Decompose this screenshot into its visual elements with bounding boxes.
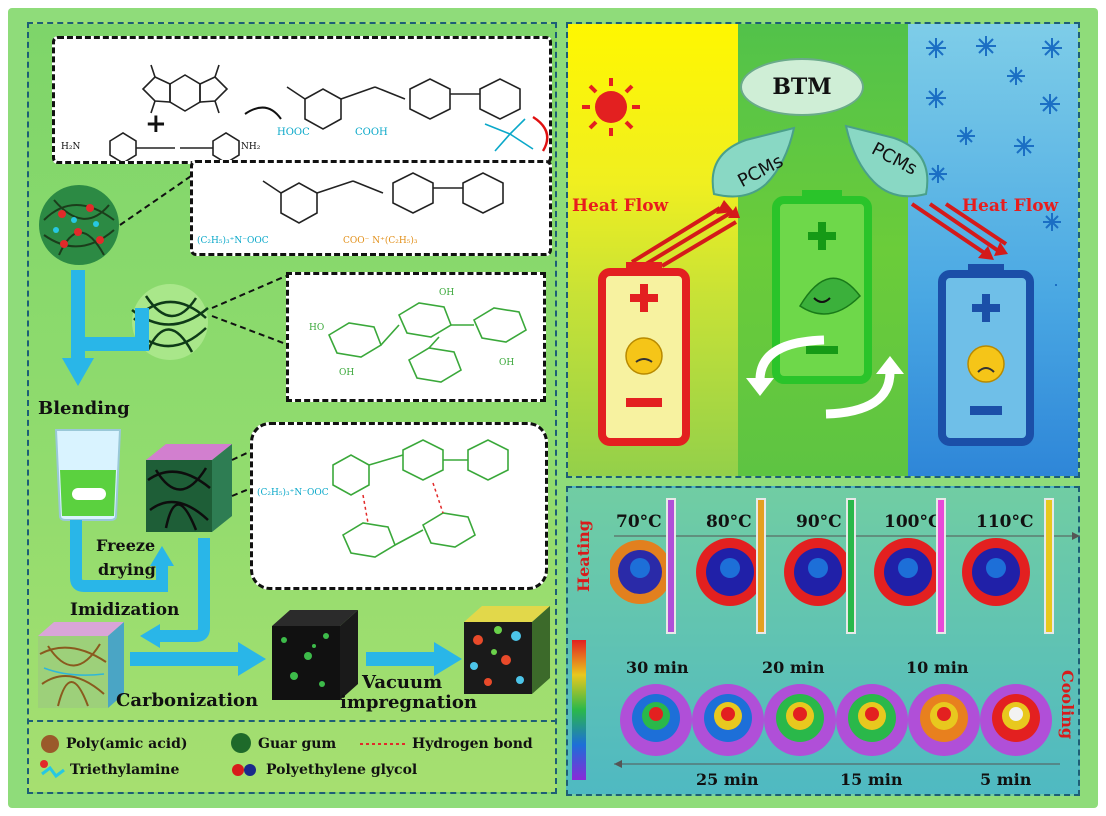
guar-gum-structure: HO OH OH OH — [309, 288, 527, 383]
thermal-image-70 — [610, 498, 676, 634]
cycle-arrows — [746, 335, 904, 419]
label-imidization: Imidization — [70, 600, 180, 620]
cooling-thermal-images — [614, 684, 1060, 768]
svg-text:+: + — [145, 109, 167, 139]
pcms-right-shape: PCMs — [844, 124, 929, 198]
legend-triethylamine: Triethylamine — [70, 762, 180, 778]
cooling-image-25min — [692, 684, 764, 756]
triethylamine-legend-icon — [40, 760, 65, 779]
thermal-image-90 — [784, 498, 856, 634]
reaction-box-top: + H₂N NH₂ HOOC COOH — [52, 36, 552, 164]
battery-neutral — [772, 190, 872, 384]
svg-text:COOH: COOH — [355, 127, 388, 138]
svg-text:HOOC: HOOC — [277, 127, 310, 138]
heating-label: Heating — [574, 520, 593, 592]
label-drying: drying — [98, 560, 156, 579]
cooling-color-scale — [572, 640, 586, 780]
svg-text:(C₂H₅)₃⁺N⁻OOC: (C₂H₅)₃⁺N⁻OOC — [257, 487, 329, 498]
svg-text:NH₂: NH₂ — [241, 142, 261, 152]
poly-amic-acid-legend-icon — [41, 735, 59, 753]
poly-amic-acid-ball — [39, 185, 119, 265]
time-30min: 30 min — [626, 658, 689, 677]
flow-arrow-freeze-drying — [70, 520, 210, 648]
reaction-box-salt: (C₂H₅)₃⁺N⁻OOC COO⁻ N⁺(C₂H₅)₃ — [190, 160, 552, 256]
cooling-image-15min — [836, 684, 908, 756]
temp-label-100: 100°C — [884, 512, 942, 532]
guar-gum-legend-icon — [231, 733, 251, 753]
flow-arrow-vacuum — [366, 642, 462, 676]
cooling-image-10min — [908, 684, 980, 756]
hydrogen-bond-legend-icon — [360, 743, 406, 745]
pcms-left-shape: PCMs — [711, 126, 796, 198]
heat-flow-right-label: Heat Flow — [962, 196, 1059, 216]
peg-legend-icon — [232, 764, 256, 776]
time-25min: 25 min — [696, 770, 759, 789]
pcm-composite-cube — [464, 606, 550, 694]
cooling-image-5min — [980, 684, 1052, 756]
heat-flow-left-label: Heat Flow — [572, 196, 669, 216]
svg-text:OH: OH — [339, 368, 354, 378]
flow-arrow-blending — [62, 270, 149, 386]
time-5min: 5 min — [980, 770, 1032, 789]
label-carbonization: Carbonization — [116, 690, 259, 711]
beaker-icon — [54, 429, 122, 521]
svg-text:OH: OH — [499, 358, 514, 368]
svg-text:HO: HO — [309, 323, 324, 333]
btm-bubble: BTM — [740, 58, 864, 116]
sun-icon — [582, 78, 640, 136]
temp-label-110: 110°C — [976, 512, 1034, 532]
composite-structure-box: (C₂H₅)₃⁺N⁻OOC — [250, 422, 548, 590]
label-vacuum: Vacuum — [362, 672, 443, 693]
legend-poly-amic-acid: Poly(amic acid) — [66, 736, 188, 752]
heating-thermal-images — [610, 498, 1080, 634]
svg-text:OH: OH — [439, 288, 454, 298]
legend-hydrogen-bond: Hydrogen bond — [412, 736, 533, 752]
svg-text:(C₂H₅)₃⁺N⁻OOC: (C₂H₅)₃⁺N⁻OOC — [197, 235, 269, 246]
flow-arrow-carbonization — [130, 642, 266, 676]
heat-arrows-left — [630, 200, 740, 268]
guar-gum-structure-box: HO OH OH OH — [286, 272, 546, 402]
time-10min: 10 min — [906, 658, 969, 677]
zoom-line-guar — [211, 275, 287, 345]
time-20min: 20 min — [762, 658, 825, 677]
cooling-label: Cooling — [1058, 670, 1077, 740]
legend-peg: Polyethylene glycol — [266, 762, 418, 778]
label-blending: Blending — [38, 398, 130, 419]
legend-divider — [27, 720, 557, 722]
cooling-image-20min — [764, 684, 836, 756]
composite-structure: (C₂H₅)₃⁺N⁻OOC — [257, 439, 509, 558]
label-impregnation: impregnation — [340, 692, 477, 713]
label-freeze: Freeze — [96, 536, 156, 555]
thermal-image-100 — [874, 498, 946, 634]
legend-guar-gum: Guar gum — [258, 736, 337, 752]
svg-text:H₂N: H₂N — [61, 142, 80, 152]
cooling-image-30min — [620, 684, 692, 756]
battery-cold — [938, 264, 1034, 446]
heat-arrows-right — [910, 202, 1008, 260]
time-15min: 15 min — [840, 770, 903, 789]
battery-hot — [598, 262, 690, 446]
thermal-image-80 — [696, 498, 766, 634]
thermal-image-110 — [962, 498, 1054, 634]
carbon-aerogel-cube — [272, 610, 358, 700]
temp-label-70: 70°C — [616, 512, 662, 532]
svg-text:COO⁻ N⁺(C₂H₅)₃: COO⁻ N⁺(C₂H₅)₃ — [343, 235, 418, 246]
polyamic-acid-salt-structure: (C₂H₅)₃⁺N⁻OOC COO⁻ N⁺(C₂H₅)₃ — [197, 172, 504, 246]
temp-label-80: 80°C — [706, 512, 752, 532]
pmda-oda-structures: + H₂N NH₂ HOOC COOH — [61, 64, 549, 161]
aerogel-cube — [38, 622, 124, 708]
hydrogel-cube — [146, 444, 232, 532]
temp-label-90: 90°C — [796, 512, 842, 532]
zoom-line-top — [119, 173, 195, 226]
snowflakes-icon — [926, 36, 1062, 286]
